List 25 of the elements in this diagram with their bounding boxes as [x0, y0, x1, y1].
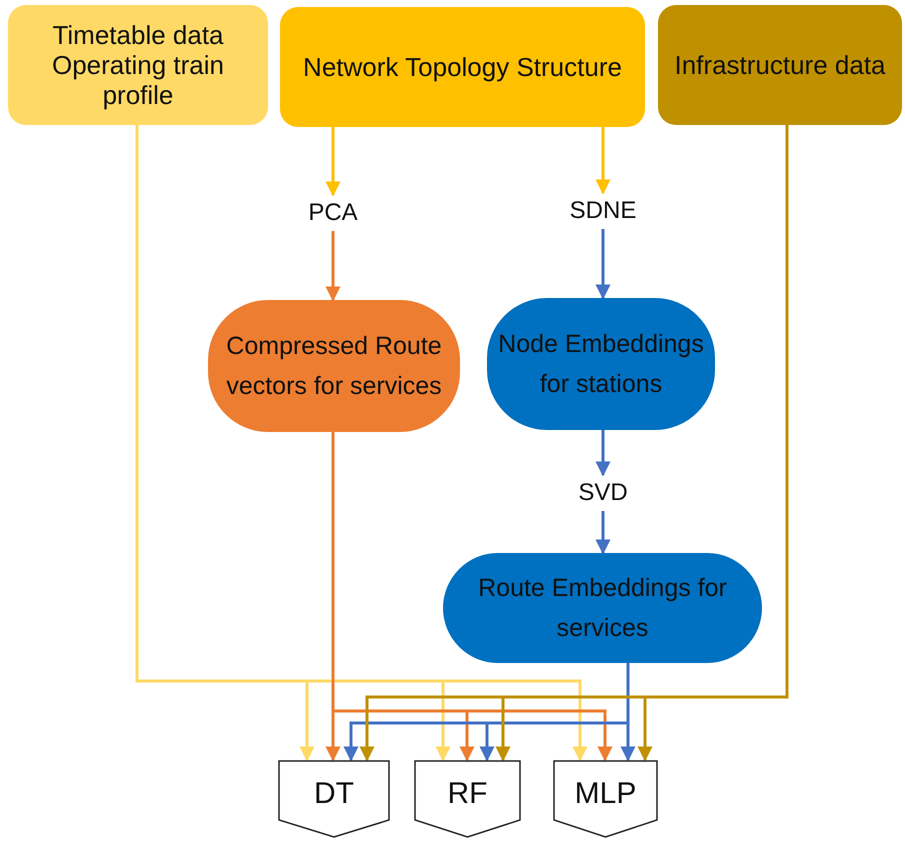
node-text: PCA — [307, 198, 359, 228]
node-text: SVD — [577, 478, 629, 508]
arrow — [326, 127, 340, 196]
node-text: DT — [313, 776, 355, 812]
model-pentagon — [414, 760, 521, 838]
model-pentagon — [278, 760, 390, 838]
arrow — [596, 229, 610, 300]
node-text: Compressed Route vectors for services — [225, 331, 443, 402]
node-text: Route Embeddings for services — [477, 573, 728, 644]
node-text: Node Embeddings for stations — [497, 329, 705, 400]
input-box — [8, 5, 268, 125]
model-pentagon — [553, 760, 658, 838]
arrow — [596, 511, 610, 554]
input-box — [658, 5, 902, 125]
arrow — [596, 127, 610, 194]
node-text: Timetable data — [51, 20, 225, 50]
node-text: SDNE — [568, 196, 638, 226]
node-text: Infrastructure data — [674, 49, 886, 82]
node-text: Network Topology Structure — [302, 51, 623, 84]
arrow — [596, 430, 610, 476]
node-text: RF — [446, 776, 488, 812]
arrow — [326, 231, 340, 302]
node-text: MLP — [574, 776, 638, 812]
node-text: Operating train profile — [51, 50, 225, 110]
input-box — [280, 7, 645, 127]
